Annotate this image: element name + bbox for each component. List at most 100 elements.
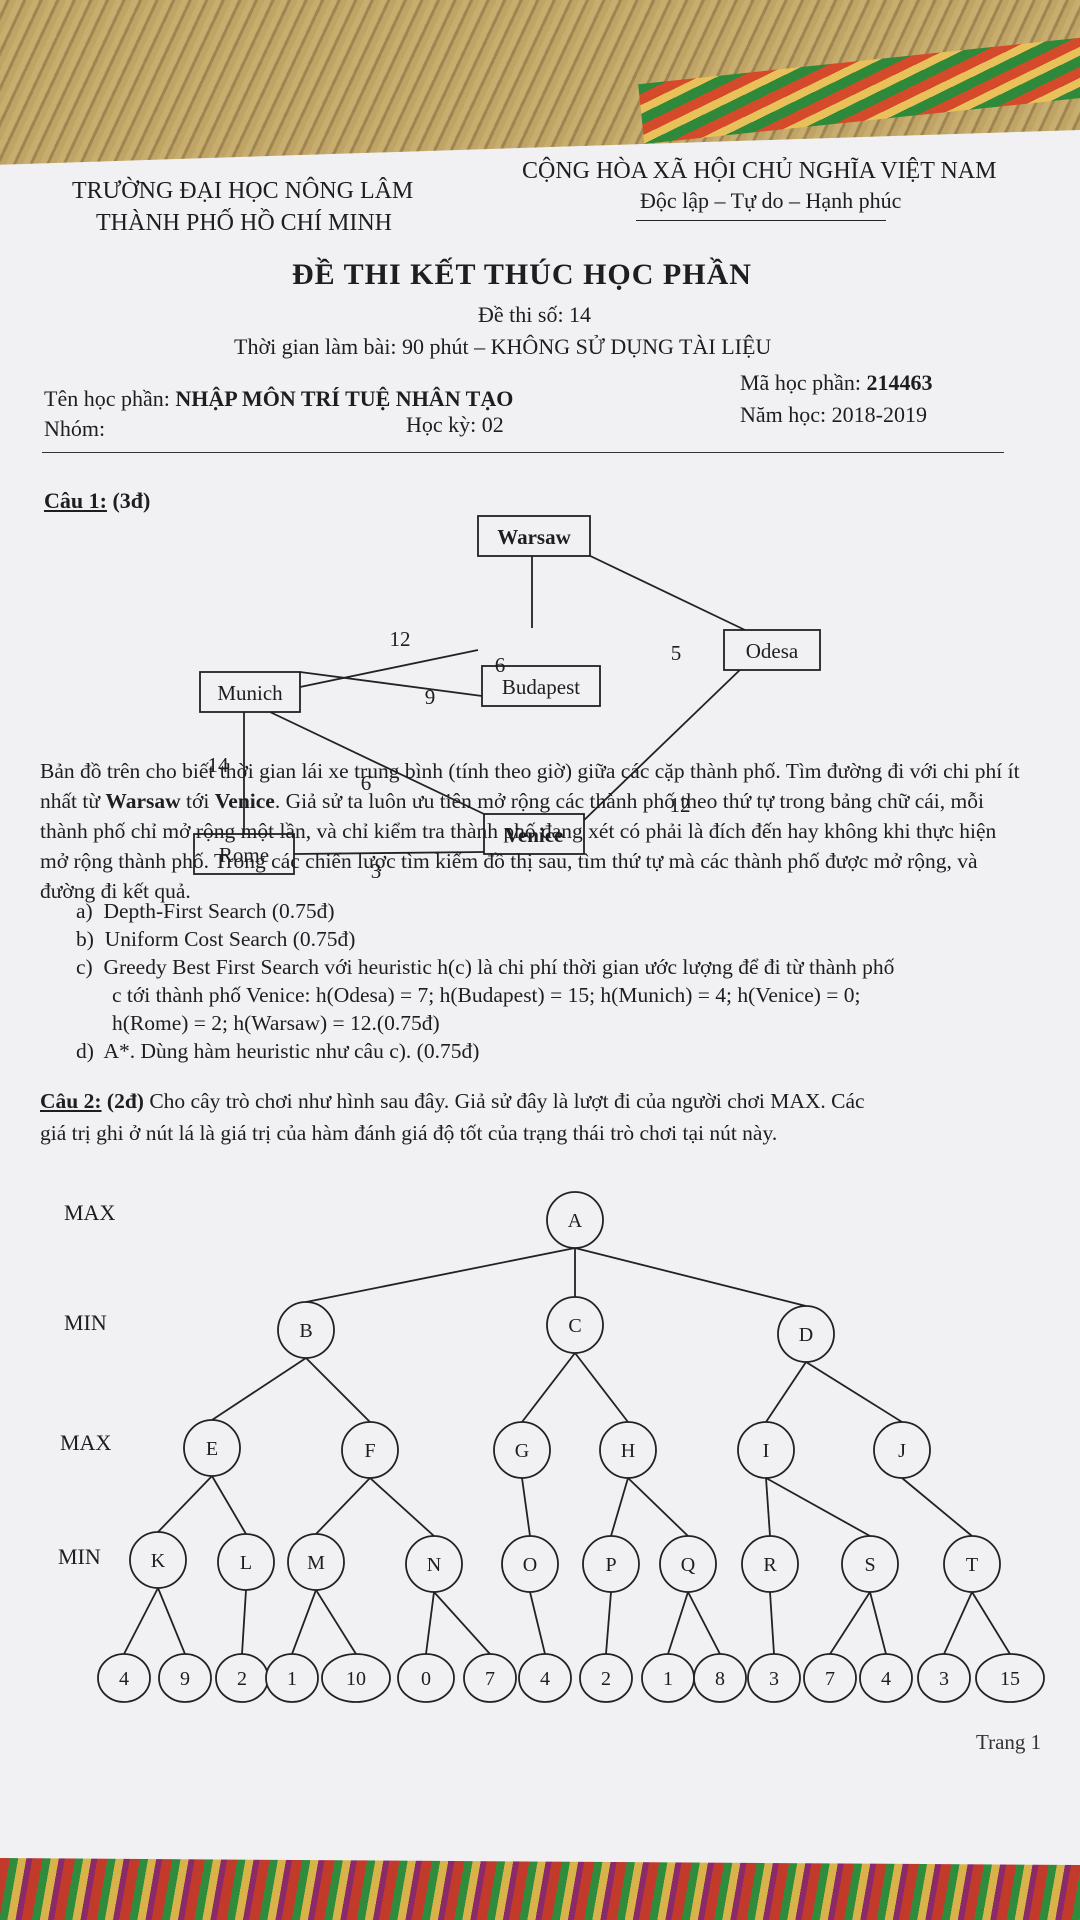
tree-leaf-shape [693,1653,747,1703]
tree-edge [901,1477,973,1537]
tree-leaf-edge [687,1591,721,1655]
tree-node-circle [737,1421,795,1479]
tree-node-label: Q [681,1554,696,1576]
node-budapest [481,665,601,707]
tree-node-circle [546,1191,604,1249]
tree-leaf-shape [803,1653,857,1703]
tree-leaf-edge [605,1591,612,1655]
tree-node-label: I [763,1440,770,1462]
tree-leaf-value: 7 [825,1668,835,1690]
q1-option-c-line3: h(Rome) = 2; h(Warsaw) = 12.(0.75đ) [112,1011,440,1035]
edge-warsaw-odesa [581,551,746,631]
tree-node-circle [599,1421,657,1479]
tree-node-label: D [799,1324,813,1346]
tree-edge [765,1477,871,1537]
tree-leaf-value: 3 [769,1668,779,1690]
q2-label: Câu 2: [40,1089,102,1113]
exam-title: ĐỀ THI KẾT THÚC HỌC PHẦN [292,258,752,291]
q1-description: Bản đồ trên cho biết thời gian lái xe tr… [40,759,1020,903]
tree-edge [211,1357,307,1421]
tree-leaf-edge [241,1589,247,1655]
tree-edge [211,1475,247,1535]
weight-munich-budapest: 9 [425,685,436,709]
tree-leaf-edge [123,1587,159,1655]
tree-leaf-edge [433,1591,491,1655]
tree-node-label: F [364,1440,375,1462]
tree-node-circle [873,1421,931,1479]
tree-leaf-edge [667,1591,689,1655]
university-line1: TRƯỜNG ĐẠI HỌC NÔNG LÂM [72,178,414,204]
edge-munich-warsaw [299,649,479,688]
tree-leaf-edge [529,1591,546,1655]
edge-rome-venice [293,851,485,855]
node-venice [483,813,585,855]
page-number: Trang 1 [976,1730,1042,1754]
tree-edge [574,1247,807,1307]
level-label-max-2: MAX [60,1430,111,1455]
exam-paper: TRƯỜNG ĐẠI HỌC NÔNG LÂM THÀNH PHỐ HỒ CHÍ… [0,130,1080,1865]
tree-node-circle [287,1533,345,1591]
edge-munich-budapest [299,671,483,697]
header-divider [42,452,1004,453]
course-name: NHẬP MÔN TRÍ TUỆ NHÂN TẠO [175,386,514,411]
q1-option-d: d) A*. Dùng hàm heuristic như câu c). (0… [76,1039,480,1063]
level-label-max-1: MAX [64,1200,115,1225]
tree-leaf-value: 4 [881,1668,891,1690]
node-munich [199,671,301,713]
tree-edges [123,1247,1011,1655]
tree-leaf-edge [971,1591,1011,1655]
tree-leaf-edge [291,1589,317,1655]
tree-node-circle [741,1535,799,1593]
semester-value: 02 [481,412,504,437]
weight-munich-warsaw: 12 [390,627,411,651]
code-label: Mã học phần: [740,370,861,395]
node-label-rome: Rome [219,843,269,867]
tree-node-label: L [240,1552,252,1574]
tree-node-circle [501,1535,559,1593]
tree-node-circle [405,1535,463,1593]
q1-option-a: a) Depth-First Search (0.75đ) [76,899,335,923]
q1-origin: Warsaw [105,789,181,813]
tree-node-circle [943,1535,1001,1593]
node-rome [193,833,295,875]
tree-leaf-value: 9 [180,1668,190,1690]
tree-edge [765,1361,807,1423]
tree-leaf-shape [975,1653,1045,1703]
year-value: 2018-2019 [831,402,927,427]
tree-node-label: M [307,1552,325,1574]
tree-node-label: G [515,1440,529,1462]
course-row: Tên học phần: NHẬP MÔN TRÍ TUỆ NHÂN TẠO [44,386,513,412]
tree-node-label: N [427,1554,441,1576]
tree-edge [610,1477,629,1537]
motto-underline [636,220,886,221]
tree-leaf-shape [518,1653,572,1703]
decorative-mat [0,1858,1080,1920]
exam-time: Thời gian làm bài: 90 phút – KHÔNG SỬ DỤ… [234,334,772,359]
edge-odesa-venice [579,665,745,825]
q1-option-b: b) Uniform Cost Search (0.75đ) [76,927,356,951]
tree-edge [315,1477,371,1535]
tree-leaf-value: 8 [715,1668,725,1690]
year-row: Năm học: 2018-2019 [740,402,927,428]
tree-edge [305,1247,576,1303]
tree-edge [627,1477,689,1537]
q1-heading: Câu 1: (3đ) [44,488,150,514]
weight-warsaw-odesa: 5 [671,641,682,665]
node-label-munich: Munich [217,681,283,705]
weight-odesa-venice: 12 [670,793,691,817]
tree-node-label: R [763,1554,777,1576]
tree-node-circle [277,1301,335,1359]
tree-leaf-edge [829,1591,871,1655]
tree-node-circle [582,1535,640,1593]
tree-leaf-value: 1 [287,1668,297,1690]
tree-node-circle [546,1296,604,1354]
level-label-min-2: MIN [58,1544,101,1569]
tree-node-label: P [605,1554,616,1576]
city-graph: Warsaw Munich Budapest Odesa Rome Venice… [193,515,821,880]
semester-label: Học kỳ: [406,412,477,437]
tree-node-circle [777,1305,835,1363]
tree-leaf-shape [265,1653,319,1703]
tree-node-label: E [206,1438,218,1460]
university-line2: THÀNH PHỐ HỒ CHÍ MINH [96,210,392,236]
node-odesa [723,629,821,671]
